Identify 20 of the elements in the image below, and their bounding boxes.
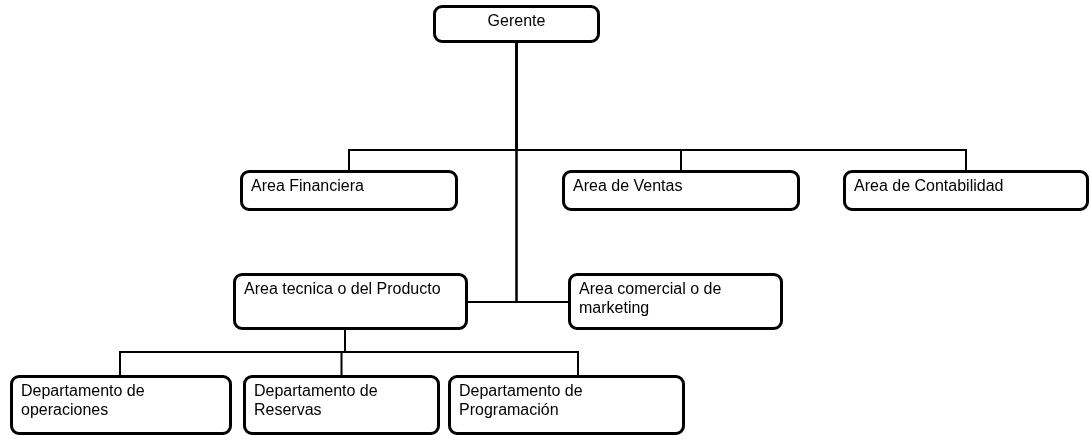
connector-line: [515, 42, 569, 303]
box-label: Departamento de Programación: [459, 381, 584, 420]
org-box: [243, 375, 440, 435]
box-label: Area de Ventas: [573, 176, 684, 196]
org-box: [10, 375, 232, 435]
box-label: Area tecnica o del Producto: [244, 279, 442, 299]
box-label: Departamento de operaciones: [21, 381, 146, 420]
box-label: Area Financiera: [251, 176, 365, 196]
org-box: [433, 5, 600, 43]
box-label: Area comercial o de marketing: [579, 279, 723, 318]
connector-line: [344, 329, 579, 376]
box-label: Area de Contabilidad: [854, 176, 1005, 196]
org-box: [568, 273, 783, 330]
org-box: [843, 170, 1089, 211]
box-label: Gerente: [486, 11, 547, 31]
org-box: [448, 375, 685, 435]
org-box: [240, 170, 458, 211]
org-box: [233, 273, 468, 330]
box-label: Departamento de Reservas: [254, 381, 379, 420]
org-box: [562, 170, 800, 211]
